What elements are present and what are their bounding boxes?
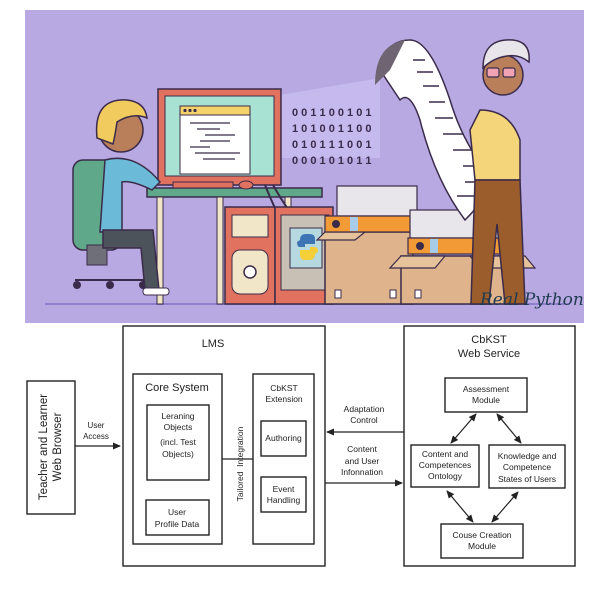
binary-row: 0 0 1 1 0 0 1 0 1 — [292, 107, 372, 119]
web-browser-node: Teacher and Learner Web Browser — [26, 380, 76, 515]
binary-row: 0 1 0 1 1 1 0 0 1 — [292, 139, 372, 151]
ontology-line3: Ontology — [428, 471, 463, 481]
browser-label-line2: Web Browser — [52, 412, 64, 481]
user-profile-line1: User — [168, 507, 186, 517]
learning-objects-line2: Objects — [164, 422, 193, 432]
assessment-line2: Module — [472, 395, 500, 405]
binary-row: 1 0 1 0 0 1 1 0 0 — [292, 123, 372, 135]
monitor-icon — [157, 88, 306, 233]
python-server-icon — [274, 206, 334, 305]
learning-objects-node: Leraning Objects (incl. Test Objects) — [146, 404, 210, 481]
user-access-label-line1: User — [88, 421, 105, 430]
event-handling-line1: Event — [273, 484, 295, 494]
web-service-title-line1: CbKST — [471, 334, 507, 346]
core-system-node: Core System Leraning Objects (incl. Test… — [132, 373, 223, 545]
cbkst-web-service-node: CbKST Web Service Assessment Module Cont… — [403, 325, 576, 567]
user-access-label-line2: Access — [83, 432, 109, 441]
event-handling-node: Event Handling — [260, 476, 307, 513]
real-python-illustration: 0 0 1 1 0 0 1 0 1 1 0 1 0 0 1 1 0 0 0 1 … — [25, 10, 584, 323]
assessment-knowledge-arrow — [496, 413, 522, 444]
content-user-info-line1: Content — [347, 444, 377, 454]
extension-title-line2: Extension — [265, 394, 303, 404]
tailored-integration-label: Tailored Integration — [235, 426, 245, 501]
learning-objects-line1: Leraning — [161, 411, 194, 421]
lms-node: LMS Core System Leraning Objects (incl. … — [122, 325, 326, 567]
adaptation-control-line2: Control — [350, 415, 378, 425]
binary-code-block: 0 0 1 1 0 0 1 0 1 1 0 1 0 0 1 1 0 0 0 1 … — [292, 107, 372, 167]
light-beam — [280, 78, 380, 158]
keyboard-icon — [172, 181, 234, 189]
binder-stack-left — [324, 185, 421, 233]
user-profile-data-node: User Profile Data — [145, 499, 210, 536]
ontology-line2: Competences — [419, 460, 471, 470]
man-reading-printout — [375, 39, 530, 305]
learning-objects-line4: Objects) — [162, 449, 194, 459]
woman-programmer — [72, 99, 170, 296]
real-python-logo: Real Python — [479, 290, 584, 310]
course-creation-line2: Module — [468, 541, 496, 551]
svg-text:Teacher and Learner: Teacher and Learner — [38, 394, 50, 500]
course-creation-line1: Couse Creation — [452, 530, 511, 540]
knowledge-course-creation-arrow — [491, 491, 519, 523]
assessment-line1: Assessment — [463, 384, 510, 394]
user-profile-line2: Profile Data — [155, 519, 200, 529]
binary-row: 0 0 0 1 0 1 0 1 1 — [292, 155, 372, 167]
course-creation-module-node: Couse Creation Module — [440, 523, 524, 559]
knowledge-line1: Knowledge and — [498, 451, 557, 461]
extension-title-line1: CbKST — [270, 383, 297, 393]
browser-label-line1: Teacher and Learner — [38, 394, 50, 500]
content-user-info-line3: Infonnation — [341, 467, 383, 477]
knowledge-line3: States of Users — [498, 474, 556, 484]
content-user-info-line2: and User — [345, 456, 380, 466]
desk — [146, 187, 323, 305]
knowledge-competence-states-node: Knowledge and Competence States of Users — [488, 444, 566, 489]
svg-text:Web Browser: Web Browser — [52, 412, 64, 481]
web-service-title-line2: Web Service — [458, 348, 520, 360]
assessment-module-node: Assessment Module — [444, 377, 528, 413]
adaptation-control-line1: Adaptation — [344, 404, 385, 414]
core-system-title: Core System — [145, 382, 209, 394]
computer-tower-icon — [224, 206, 276, 305]
event-handling-line2: Handling — [267, 495, 301, 505]
assessment-ontology-arrow — [450, 413, 477, 444]
cbkst-extension-node: CbKST Extension Authoring Event Handling — [252, 373, 315, 545]
authoring-label: Authoring — [265, 433, 302, 443]
mouse-icon — [238, 180, 254, 190]
ontology-line1: Content and — [422, 449, 469, 459]
content-competences-ontology-node: Content and Competences Ontology — [410, 444, 480, 488]
knowledge-line2: Competence — [503, 462, 551, 472]
learning-objects-line3: (incl. Test — [160, 437, 196, 447]
ontology-course-creation-arrow — [446, 490, 474, 523]
authoring-node: Authoring — [260, 420, 307, 457]
lms-title: LMS — [202, 338, 225, 350]
